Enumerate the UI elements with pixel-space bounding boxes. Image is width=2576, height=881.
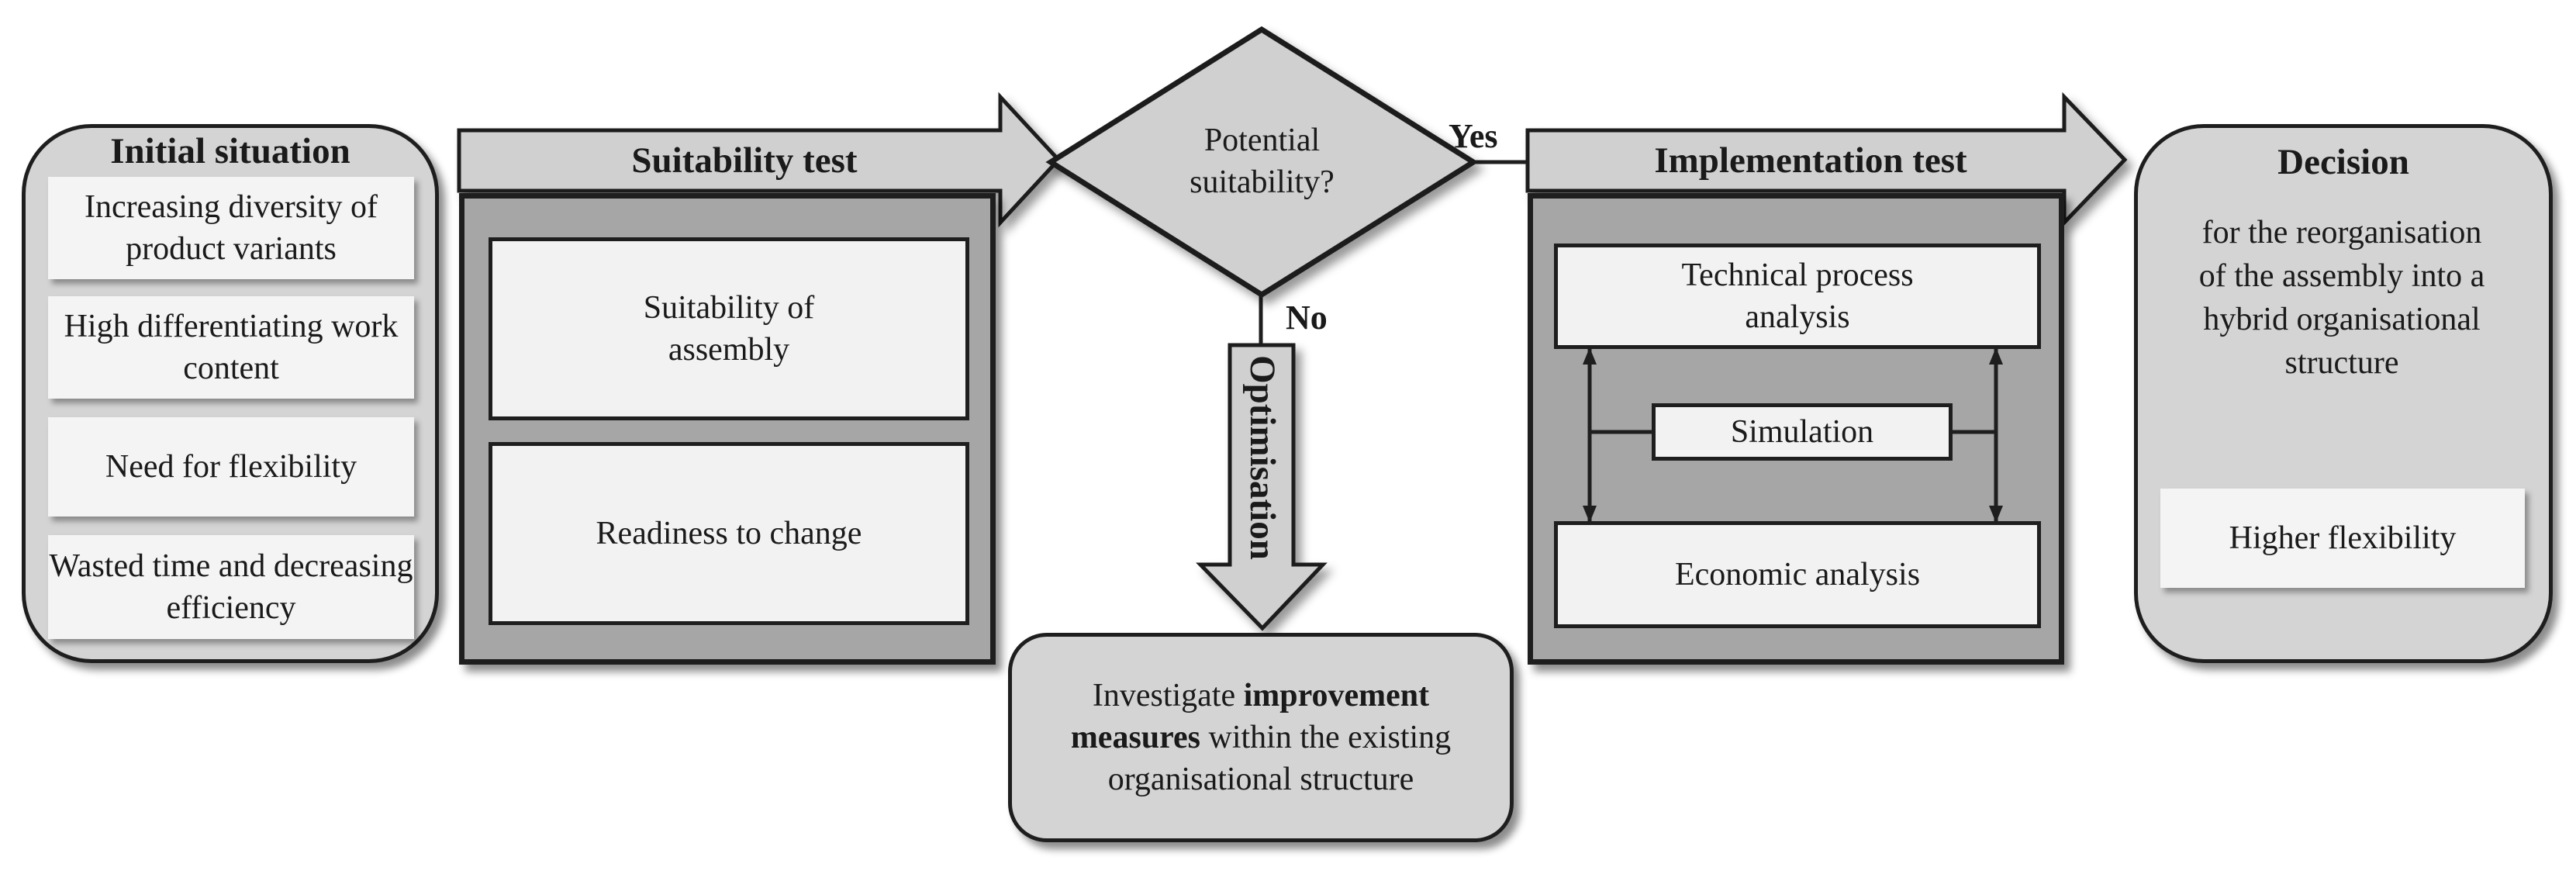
improvement-measures-text: Investigate improvement measures within … [1035,675,1487,800]
decision-question: Potential suitability? [1190,123,1335,200]
decision-title: Decision [2277,142,2409,182]
optimisation-arrow [1196,343,1328,631]
suitability-test-title: Suitability test [631,140,858,181]
suitability-test-arrow [457,92,1062,228]
improvement-prefix: Investigate [1092,678,1244,713]
initial-item-diversity: Increasing diversity of product variants [48,177,414,279]
initial-situation-title: Initial situation [110,131,350,171]
improvement-measures-panel: Investigate improvement measures within … [1008,633,1514,842]
higher-flexibility-result: Higher flexibility [2160,489,2525,588]
improvement-bold: improvement measures [1070,678,1430,755]
decision-text: for the reorganisation of the assembly i… [2198,215,2485,381]
initial-item-flexibility: Need for flexibility [48,417,414,517]
initial-item-efficiency: Wasted time and decreasing efficiency [48,535,414,639]
implementation-test-title: Implementation test [1654,140,1967,181]
improvement-suffix: within the existing organisational struc… [1107,720,1452,797]
yes-label: Yes [1449,117,1498,155]
readiness-to-change-box: Readiness to change [489,442,969,625]
suitability-of-assembly-box: Suitability of assembly [489,237,969,420]
initial-item-work-content: High differentiating work content [48,296,414,399]
decision-diamond [1045,26,1479,299]
implementation-test-arrow [1525,92,2128,228]
simulation-box: Simulation [1652,403,1953,461]
economic-analysis-box: Economic analysis [1554,521,2041,628]
technical-process-analysis-box: Technical process analysis [1554,244,2041,349]
no-label: No [1286,299,1328,337]
